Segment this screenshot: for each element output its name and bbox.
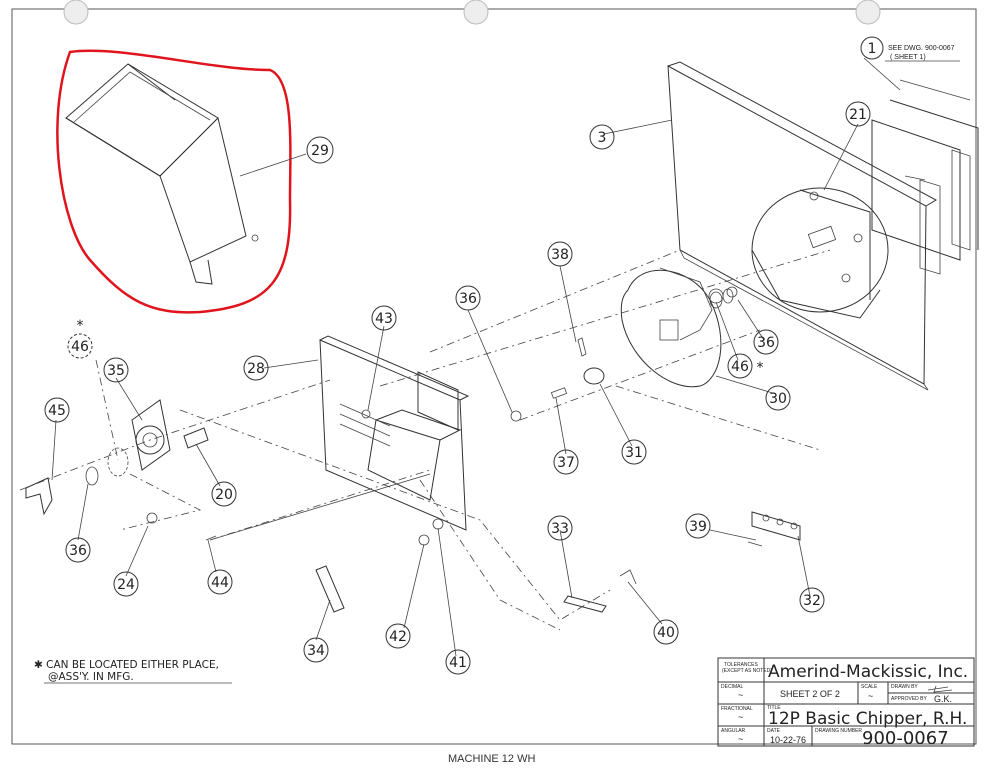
- angular-label: ANGULAR: [721, 728, 746, 734]
- punch-hole-center: [463, 0, 489, 25]
- callout-33: 33: [547, 515, 573, 541]
- callout-label: 44: [211, 575, 229, 591]
- callout-label: 28: [247, 361, 265, 377]
- callout-36-left: 36: [65, 537, 91, 563]
- callout-label: 46: [71, 339, 89, 355]
- callout-36-upper: 36: [455, 285, 481, 311]
- reference-note-line-2: ( SHEET 1): [890, 54, 926, 61]
- drawing-number-label: DRAWING NUMBER: [815, 728, 862, 734]
- callout-37: 37: [553, 449, 579, 475]
- sheet-number: SHEET 2 OF 2: [780, 689, 840, 699]
- callout-46-left: 46 *: [67, 318, 93, 359]
- company-name: Amerind-Mackissic, Inc.: [768, 662, 968, 682]
- callout-label: 43: [375, 311, 393, 327]
- callout-label: 1: [868, 41, 877, 57]
- reference-note-line-1: SEE DWG. 900-0067: [888, 45, 955, 52]
- callout-43: 43: [371, 305, 397, 331]
- callout-label: 3: [598, 130, 607, 146]
- callout-3: 3: [589, 124, 615, 150]
- drawing-number: 900-0067: [862, 728, 949, 749]
- punch-hole-left: [63, 0, 89, 25]
- drawn-by-signature: [927, 685, 953, 693]
- drawn-by-label: DRAWN BY: [891, 684, 918, 690]
- callout-label: 37: [557, 455, 575, 471]
- title-block: TOLERANCES (EXCEPT AS NOTED) Amerind-Mac…: [717, 657, 975, 749]
- callout-21: 21: [845, 101, 871, 127]
- asterisk-mark: *: [77, 318, 84, 334]
- callout-30: 30: [765, 385, 791, 411]
- detail-note-line-2: @ASS'Y. IN MFG.: [48, 671, 134, 683]
- callout-39: 39: [685, 513, 711, 539]
- callout-label: 34: [307, 643, 325, 659]
- callout-1: 1: [860, 36, 884, 60]
- tolerances-label: TOLERANCES: [724, 662, 758, 668]
- callout-31: 31: [621, 439, 647, 465]
- callout-41: 41: [445, 649, 471, 675]
- detail-note-line-1: ✱ CAN BE LOCATED EITHER PLACE,: [34, 659, 219, 671]
- bearing-part-35: [131, 399, 171, 471]
- drawing-date: 10-22-76: [770, 735, 806, 745]
- callout-45: 45: [44, 397, 70, 423]
- callout-label: 45: [48, 403, 66, 419]
- callout-label: 29: [311, 143, 329, 159]
- callout-label: 36: [69, 543, 87, 559]
- red-highlight-outline: [56, 49, 292, 314]
- callout-label: 35: [107, 363, 125, 379]
- plate-part-28: [319, 335, 470, 531]
- callout-35: 35: [103, 357, 129, 383]
- hopper-part-29: [65, 63, 259, 285]
- approved-by-label: APPROVED BY: [891, 696, 928, 702]
- callout-label: 36: [459, 291, 477, 307]
- decimal-tolerance: ~: [738, 690, 743, 700]
- punch-hole-right: [855, 0, 881, 25]
- callout-28: 28: [243, 355, 269, 381]
- callout-label: 24: [117, 577, 135, 593]
- footer-label: MACHINE 12 WH: [448, 753, 535, 765]
- callout-32: 32: [799, 587, 825, 613]
- callout-label: 21: [849, 107, 867, 123]
- sheet-border: [11, 8, 977, 745]
- decimal-label: DECIMAL: [721, 684, 743, 690]
- asterisk-mark: *: [757, 360, 764, 376]
- small-hardware: [25, 286, 801, 613]
- callout-46-right: 46 *: [727, 353, 764, 379]
- tolerances-sub: (EXCEPT AS NOTED): [722, 668, 772, 674]
- scale-value: ~: [868, 691, 873, 701]
- callout-label: 40: [657, 625, 675, 641]
- callout-label: 39: [689, 519, 707, 535]
- callout-38: 38: [547, 241, 573, 267]
- callout-label: 32: [803, 593, 821, 609]
- scale-label: SCALE: [861, 684, 878, 690]
- assembly-centerlines: [19, 249, 831, 631]
- fractional-label: FRACTIONAL: [721, 706, 753, 712]
- callout-label: 36: [757, 335, 775, 351]
- callout-label: 30: [769, 391, 787, 407]
- callout-label: 31: [625, 445, 643, 461]
- disc-part-30: [620, 267, 734, 388]
- angular-tolerance: ~: [738, 734, 743, 744]
- drawing-title: 12P Basic Chipper, R.H.: [768, 709, 967, 729]
- date-label: DATE: [767, 728, 781, 734]
- housing-part-3: [667, 61, 979, 391]
- callout-label: 42: [389, 629, 407, 645]
- callout-20: 20: [211, 481, 237, 507]
- callout-29: 29: [306, 136, 334, 164]
- callout-42: 42: [385, 623, 411, 649]
- callout-44: 44: [207, 569, 233, 595]
- callout-40: 40: [653, 619, 679, 645]
- callout-label: 46: [731, 359, 749, 375]
- approved-by-value: G.K.: [934, 694, 952, 704]
- callout-label: 33: [551, 521, 569, 537]
- callout-36-right: 36: [753, 329, 779, 355]
- title-label: TITLE: [767, 705, 781, 711]
- fractional-tolerance: ~: [738, 712, 743, 722]
- leader-lines: [51, 57, 901, 657]
- callout-24: 24: [113, 571, 139, 597]
- callout-label: 20: [215, 487, 233, 503]
- callout-34: 34: [303, 637, 329, 663]
- callout-label: 38: [551, 247, 569, 263]
- callout-label: 41: [449, 655, 467, 671]
